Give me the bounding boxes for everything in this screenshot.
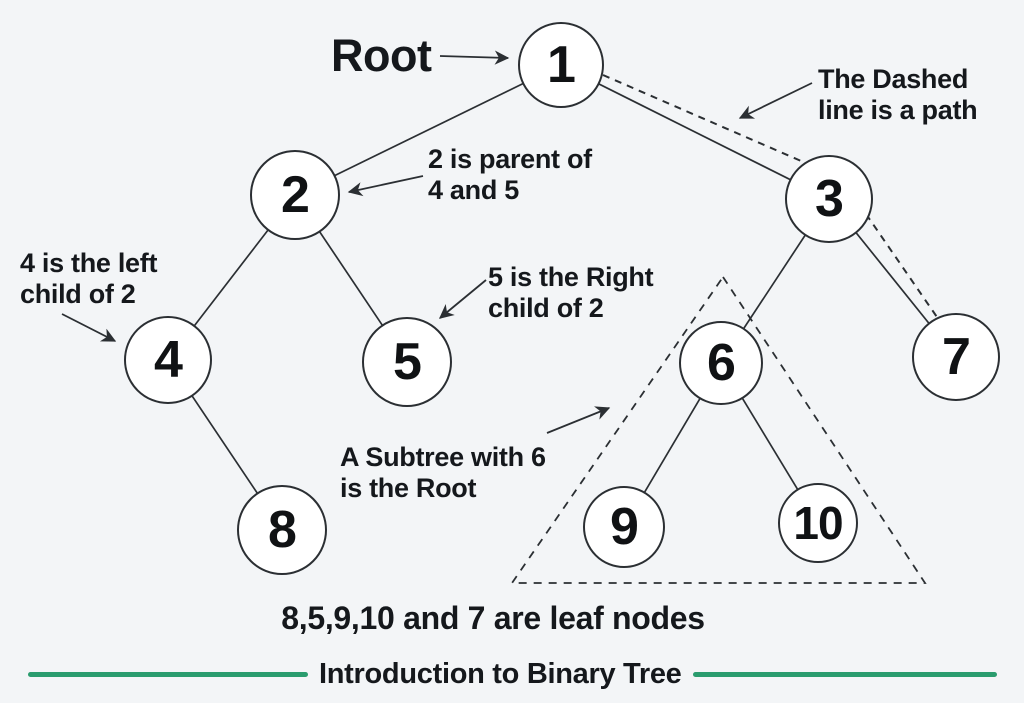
subtree-triangle bbox=[510, 275, 927, 584]
left-child-note-arrow bbox=[61, 313, 117, 342]
tree-node-3: 3 bbox=[785, 155, 873, 243]
tree-node-10: 10 bbox=[778, 483, 858, 563]
dashed-path bbox=[602, 74, 940, 321]
tree-node-9: 9 bbox=[583, 486, 665, 568]
tree-node-8: 8 bbox=[237, 485, 327, 575]
annotation-arrows bbox=[61, 50, 813, 434]
dashed-line-note: The Dashed line is a path bbox=[818, 64, 978, 125]
parent-note-arrow bbox=[347, 175, 424, 197]
footer-title: Introduction to Binary Tree bbox=[319, 658, 682, 690]
tree-node-7: 7 bbox=[912, 313, 1000, 401]
tree-node-6: 6 bbox=[679, 321, 763, 405]
right-child-note: 5 is the Right child of 2 bbox=[488, 262, 654, 323]
footer-rule-left bbox=[28, 672, 308, 677]
dashed-path-3-7 bbox=[865, 213, 940, 321]
dashed-note-arrow bbox=[738, 82, 813, 119]
edge-1-3 bbox=[560, 64, 830, 200]
left-child-note: 4 is the left child of 2 bbox=[20, 248, 158, 309]
parent-note: 2 is parent of 4 and 5 bbox=[428, 144, 592, 205]
footer: Introduction to Binary Tree bbox=[28, 658, 997, 691]
tree-node-2: 2 bbox=[250, 150, 340, 240]
footer-rule-right bbox=[692, 672, 997, 677]
root-arrow bbox=[439, 50, 510, 65]
leaf-nodes-note: 8,5,9,10 and 7 are leaf nodes bbox=[281, 600, 705, 636]
root-label: Root bbox=[331, 30, 432, 81]
subtree-note-arrow bbox=[546, 406, 611, 434]
subtree-note: A Subtree with 6 is the Root bbox=[340, 442, 546, 503]
tree-node-1: 1 bbox=[518, 22, 604, 108]
right-child-note-arrow bbox=[439, 279, 487, 319]
dashed-path-1-3 bbox=[602, 74, 809, 165]
tree-node-5: 5 bbox=[362, 317, 452, 407]
tree-node-4: 4 bbox=[124, 316, 212, 404]
edge-1-2 bbox=[294, 64, 562, 196]
